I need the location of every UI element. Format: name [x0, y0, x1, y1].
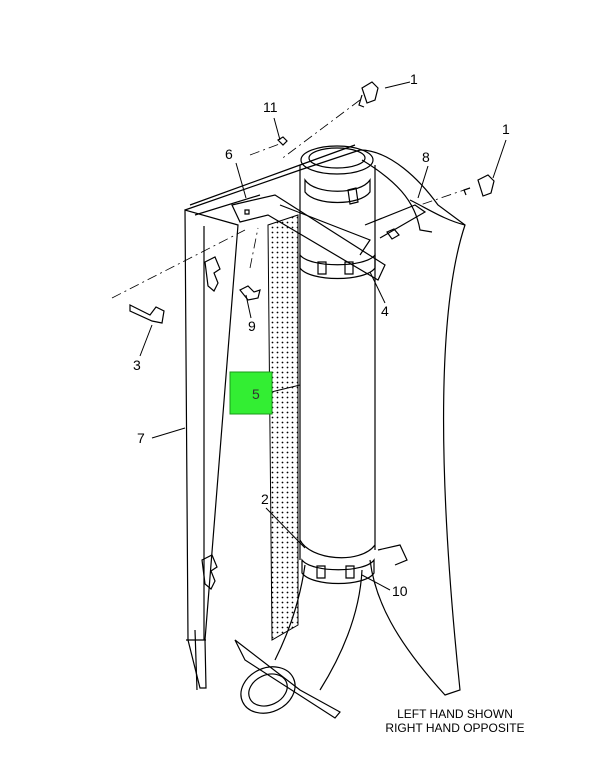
- muffler: [240, 145, 376, 714]
- clamps: [299, 178, 376, 585]
- bolts: [129, 81, 495, 324]
- callout-6[interactable]: 6: [225, 146, 233, 162]
- callout-2[interactable]: 2: [261, 491, 269, 507]
- assembly-centerlines: [111, 99, 471, 299]
- leader-lines: [139, 81, 507, 591]
- perforated-screen: [267, 214, 299, 641]
- callout-1-right[interactable]: 1: [502, 121, 510, 137]
- callout-3[interactable]: 3: [133, 357, 141, 373]
- callout-10[interactable]: 10: [392, 583, 408, 599]
- cover-right: [359, 149, 466, 696]
- callout-4[interactable]: 4: [381, 303, 389, 319]
- brackets: [231, 194, 427, 719]
- hotspot-part-5[interactable]: [229, 371, 273, 415]
- note-line-1: LEFT HAND SHOWN: [397, 707, 513, 721]
- callout-8[interactable]: 8: [422, 149, 430, 165]
- callout-11[interactable]: 11: [263, 99, 278, 115]
- callout-9[interactable]: 9: [248, 318, 256, 334]
- callout-5[interactable]: 5: [252, 386, 260, 402]
- callout-7[interactable]: 7: [137, 430, 145, 446]
- callout-1-top[interactable]: 1: [410, 71, 418, 87]
- note-line-2: RIGHT HAND OPPOSITE: [385, 721, 524, 735]
